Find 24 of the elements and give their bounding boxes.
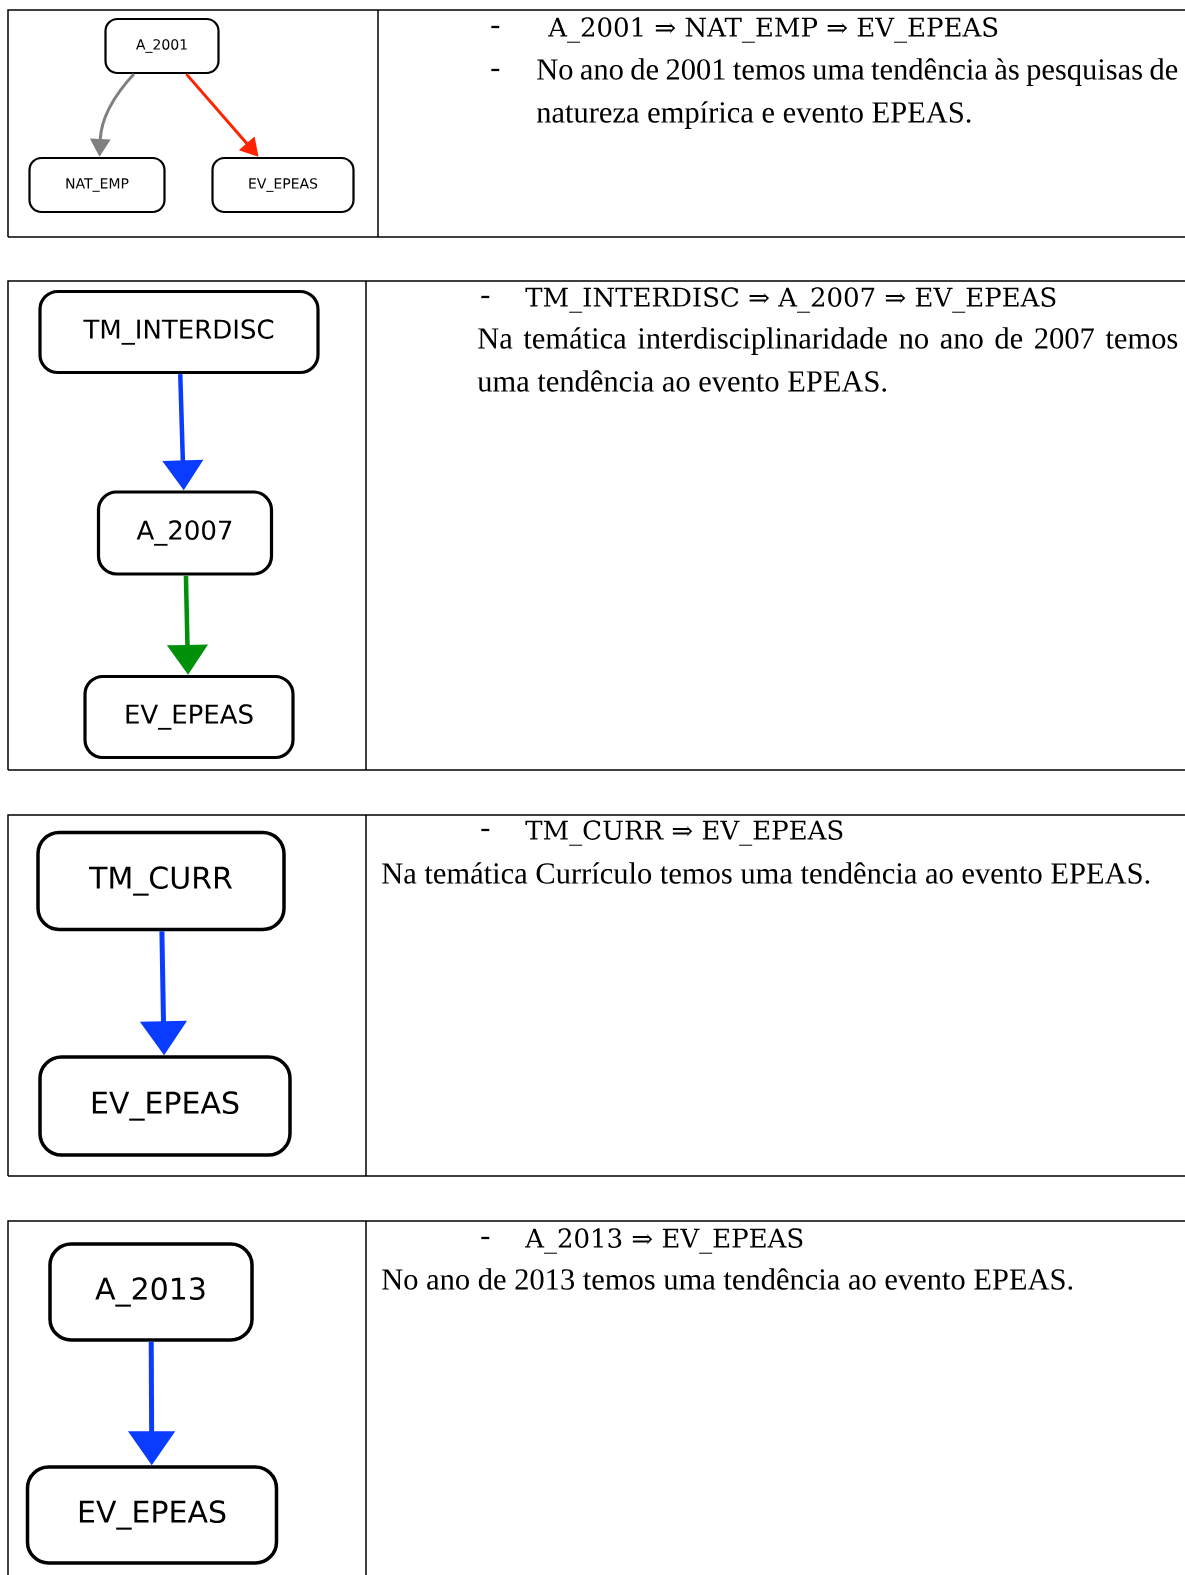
description-text: Na temática Currículo temos uma tendência ao evento EPEAS. <box>382 862 1150 884</box>
list-dash: - <box>481 295 490 299</box>
node-box: A_2007 <box>96 490 274 576</box>
node-box: TM_CURR <box>36 830 286 932</box>
node-box: NAT_EMP <box>28 156 166 214</box>
list-dash: - <box>491 25 500 29</box>
node-box: EV_EPEAS <box>83 674 295 760</box>
node-box: EV_EPEAS <box>38 1055 292 1157</box>
rule-text: A_2013 ⇒ EV_EPEAS <box>525 1228 803 1254</box>
list-dash: - <box>481 828 490 832</box>
node-box: EV_EPEAS <box>25 1465 279 1565</box>
rule-text: TM_INTERDISC ⇒ A_2007 ⇒ EV_EPEAS <box>525 287 1056 313</box>
description-text: Na temática interdisciplinaridade no ano de 2007 temos uma tendência ao evento EPEAS. <box>477 327 1178 392</box>
list-dash: - <box>491 68 500 72</box>
node-box: TM_INTERDISC <box>38 289 320 375</box>
node-box: A_2001 <box>104 17 220 75</box>
description-text: No ano de 2013 temos uma tendência ao evento EPEAS. <box>382 1268 1073 1290</box>
description-text: No ano de 2001 temos uma tendência às pesquisas de natureza empírica e evento EPEAS. <box>536 58 1178 129</box>
node-box: A_2013 <box>48 1242 254 1342</box>
node-box: EV_EPEAS <box>211 156 355 214</box>
arrow <box>185 73 259 157</box>
rule-text: A_2001 ⇒ NAT_EMP ⇒ EV_EPEAS <box>548 17 998 43</box>
rule-text: TM_CURR ⇒ EV_EPEAS <box>525 820 843 846</box>
list-dash: - <box>481 1236 490 1240</box>
